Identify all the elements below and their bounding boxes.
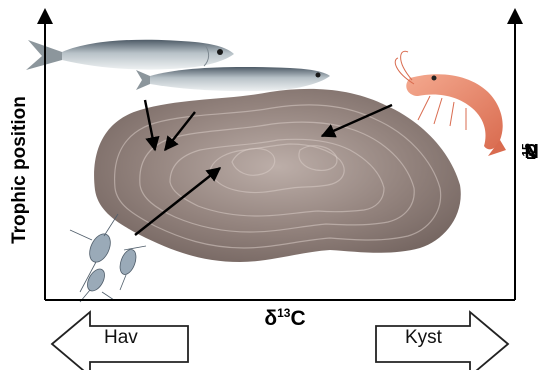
herring-image [26,40,234,70]
y-axis-left-arrowhead [37,8,53,24]
isotope-number: 13 [277,306,290,320]
hav-label: Hav [104,327,138,349]
trophic-position-text: Trophic position [9,96,31,244]
sprat-image [136,67,330,91]
x-axis-label: δ13C [240,306,330,331]
y-axis-right-arrowhead [507,8,523,24]
kyst-arrow [376,312,508,370]
element-symbol: N [525,139,539,162]
delta-symbol: δ [264,307,277,330]
kyst-label: Kyst [405,327,442,349]
element-symbol: C [290,307,305,330]
y-axis-left-label: Trophic position [2,60,38,280]
